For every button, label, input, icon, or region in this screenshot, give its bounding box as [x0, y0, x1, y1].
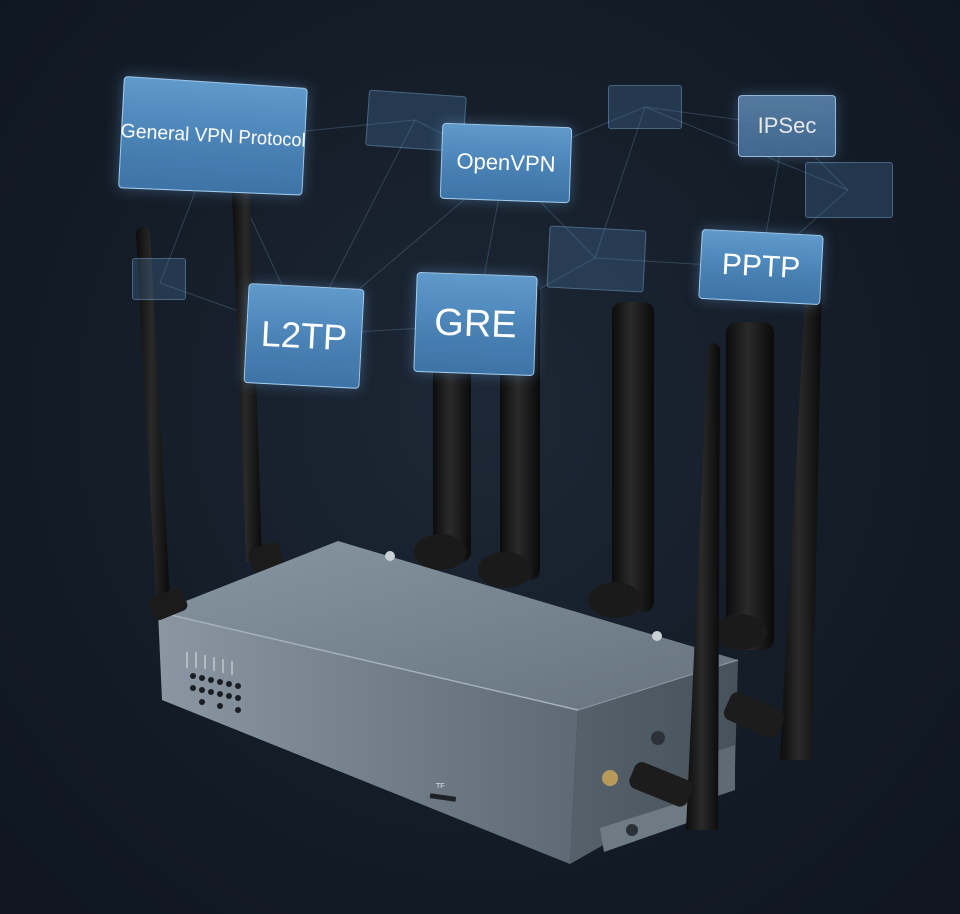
protocol-label: PPTP — [721, 247, 802, 286]
protocol-tag-pptp: PPTP — [698, 228, 824, 306]
protocol-tag-gre: GRE — [413, 271, 538, 377]
ghost-tile — [805, 162, 893, 218]
ghost-tile — [546, 225, 647, 293]
protocol-label: GRE — [433, 301, 518, 346]
antenna-back-5 — [713, 322, 774, 650]
protocol-label: IPSec — [757, 113, 817, 138]
ghost-tile — [132, 258, 186, 300]
antenna-front-left — [136, 227, 188, 621]
protocol-label: L2TP — [259, 312, 349, 359]
router-front — [158, 612, 578, 864]
protocol-tag-l2tp: L2TP — [243, 283, 365, 389]
protocol-label: General VPN Protocol — [119, 120, 307, 152]
protocol-tag-general-vpn: General VPN Protocol — [118, 75, 308, 196]
protocol-tag-openvpn: OpenVPN — [439, 122, 573, 204]
router-top — [158, 541, 738, 710]
antenna-front-right-2 — [723, 275, 822, 760]
antenna-front-right-1 — [629, 343, 720, 830]
ghost-tile — [608, 85, 682, 129]
tf-label: TF — [436, 783, 445, 790]
protocol-label: OpenVPN — [456, 148, 556, 177]
tf-slot — [429, 793, 457, 802]
protocol-tag-ipsec: IPSec — [738, 95, 836, 157]
led-panel — [190, 673, 241, 713]
antenna-back-4 — [588, 302, 654, 618]
